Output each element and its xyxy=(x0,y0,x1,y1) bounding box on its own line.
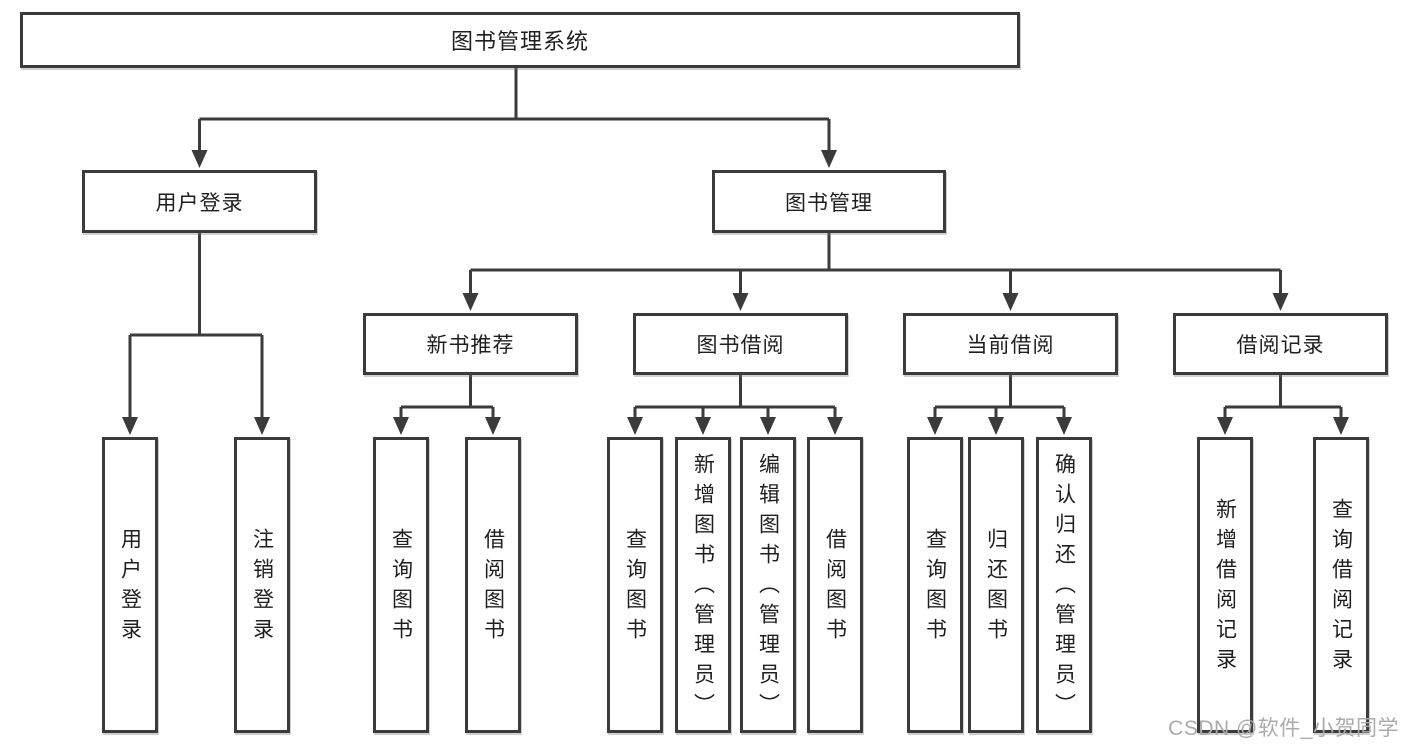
node-new-book-recommend: 新书推荐 xyxy=(363,313,578,375)
leaf-borrow-query-book: 查询图书 xyxy=(607,437,663,733)
leaf-recommend-borrow-book: 借阅图书 xyxy=(465,437,521,733)
leaf-confirm-return-admin: 确认归还（管理员） xyxy=(1036,437,1092,733)
leaf-current-query-book: 查询图书 xyxy=(907,437,963,733)
leaf-logout: 注销登录 xyxy=(234,437,290,733)
leaf-edit-book-admin: 编辑图书（管理员） xyxy=(740,437,796,733)
node-user-login: 用户登录 xyxy=(82,170,317,233)
node-book-management: 图书管理 xyxy=(712,170,946,233)
node-book-borrow: 图书借阅 xyxy=(633,313,848,375)
leaf-recommend-query-book: 查询图书 xyxy=(373,437,429,733)
leaf-user-login: 用户登录 xyxy=(102,437,158,733)
csdn-watermark: CSDN @软件_小贺同学 xyxy=(1168,717,1399,740)
node-current-borrow: 当前借阅 xyxy=(903,313,1118,375)
leaf-borrow-book: 借阅图书 xyxy=(807,437,863,733)
leaf-return-book: 归还图书 xyxy=(968,437,1024,733)
leaf-add-book-admin: 新增图书（管理员） xyxy=(675,437,731,733)
leaf-query-borrow-record: 查询借阅记录 xyxy=(1313,437,1369,733)
leaf-add-borrow-record: 新增借阅记录 xyxy=(1197,437,1253,733)
node-borrow-records: 借阅记录 xyxy=(1173,313,1388,375)
connector-paths xyxy=(128,68,1343,419)
node-root-system: 图书管理系统 xyxy=(20,12,1020,68)
